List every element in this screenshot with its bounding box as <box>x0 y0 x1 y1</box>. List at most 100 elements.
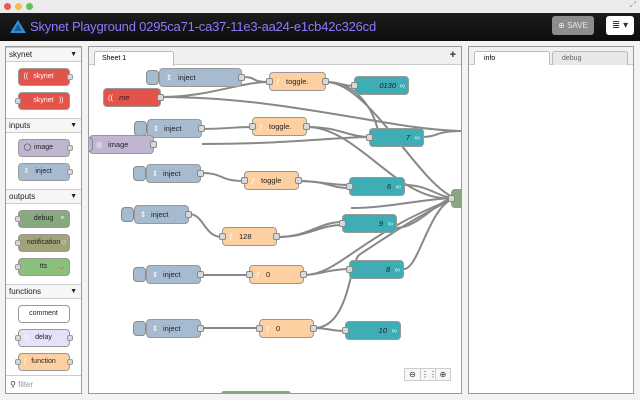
flow-node-function-0b[interactable]: ƒ 0 <box>256 319 317 338</box>
output-port[interactable] <box>322 78 329 85</box>
flow-node-skynet-out-9[interactable]: 9 ∞ <box>339 214 397 233</box>
flow-node-debug[interactable] <box>448 189 461 208</box>
inject-trigger-button[interactable] <box>134 121 147 136</box>
input-port[interactable] <box>256 325 263 332</box>
flow-node-skynet-out-6[interactable]: 6 ∞ <box>346 177 405 196</box>
flow-node-function-toggle-2[interactable]: ƒ toggle. <box>249 117 310 136</box>
zoom-reset-button[interactable]: ⋮⋮ <box>420 369 437 380</box>
app-header: Skynet Playground 0295ca71-ca37-11e3-aa2… <box>0 13 640 41</box>
input-port[interactable] <box>346 183 353 190</box>
flow-node-partial[interactable] <box>221 391 291 393</box>
palette-filter-input[interactable]: ⚲ filter <box>6 375 81 393</box>
palette-node-debug[interactable]: debug≡ <box>14 210 70 228</box>
input-port[interactable] <box>246 271 253 278</box>
input-port[interactable] <box>342 327 349 334</box>
inject-trigger-button[interactable] <box>121 207 134 222</box>
flow-node-function-toggle-1[interactable]: ƒ toggle. <box>266 72 329 91</box>
flow-node-inject-4[interactable]: ⇕ inject <box>121 205 192 224</box>
input-port[interactable] <box>249 123 256 130</box>
input-port[interactable] <box>241 177 248 184</box>
zoom-out-button[interactable]: ⊖ <box>409 370 416 379</box>
flow-node-inject-3[interactable]: ⇕ inject <box>133 164 204 183</box>
flow-node-inject-1[interactable]: ⇕ inject <box>146 68 245 87</box>
palette-category-inputs[interactable]: inputs▼ <box>6 118 81 133</box>
mouth-icon: ◡ <box>58 263 65 270</box>
palette-node-skynet-out[interactable]: skynet)) <box>14 92 70 110</box>
close-window-button[interactable] <box>4 3 11 10</box>
flow-node-inject-6[interactable]: ⇕ inject <box>133 319 204 338</box>
flow-canvas[interactable]: ⇕ inject (( me ƒ toggle. 0130 ∞ ⇕ inject <box>89 65 461 393</box>
output-port[interactable] <box>238 74 245 81</box>
flow-node-skynet-me[interactable]: (( me <box>103 88 164 107</box>
input-port[interactable] <box>351 82 358 89</box>
wire <box>297 180 350 189</box>
input-port[interactable] <box>266 78 273 85</box>
flow-node-skynet-out-10[interactable]: 10 ∞ <box>342 321 401 340</box>
flow-node-function-128[interactable]: ƒ 128 <box>219 227 280 246</box>
output-port[interactable] <box>310 325 317 332</box>
image-trigger-button[interactable] <box>89 137 93 152</box>
chevron-down-icon[interactable]: ▼ <box>70 51 77 58</box>
save-button[interactable]: ⊕ SAVE <box>552 16 594 35</box>
flow-node-function-0a[interactable]: ƒ 0 <box>246 265 307 284</box>
flow-node-function-toggle-3[interactable]: ƒ toggle <box>241 171 302 190</box>
camera-icon: ◯ <box>23 144 32 151</box>
chevron-down-icon[interactable]: ▼ <box>70 288 77 295</box>
output-port[interactable] <box>303 123 310 130</box>
input-port[interactable] <box>366 134 373 141</box>
output-port[interactable] <box>197 170 204 177</box>
tab-debug[interactable]: debug <box>552 51 628 66</box>
flow-node-inject-2[interactable]: ⇕ inject <box>134 119 205 138</box>
add-tab-button[interactable]: + <box>449 49 456 61</box>
palette-node-tts[interactable]: tts◡ <box>14 258 70 276</box>
output-port[interactable] <box>150 141 157 148</box>
output-port[interactable] <box>198 125 205 132</box>
function-icon: ƒ <box>229 232 234 241</box>
inject-trigger-button[interactable] <box>133 166 146 181</box>
tab-sheet-1[interactable]: Sheet 1 <box>94 51 174 66</box>
palette-node-image[interactable]: ◯image <box>17 139 73 157</box>
palette-node-notification[interactable]: notification◇ <box>14 234 70 252</box>
palette-node-skynet-in[interactable]: ((skynet <box>17 68 73 86</box>
inject-trigger-button[interactable] <box>133 321 146 336</box>
inject-trigger-button[interactable] <box>133 267 146 282</box>
palette-node-inject[interactable]: ⇕inject <box>17 163 73 181</box>
flow-node-skynet-out-0130[interactable]: 0130 ∞ <box>351 76 409 95</box>
output-port[interactable] <box>185 211 192 218</box>
palette-category-functions[interactable]: functions▼ <box>6 284 81 299</box>
arrow-icon: ⇕ <box>152 270 159 279</box>
maximize-window-button[interactable] <box>26 3 33 10</box>
flow-node-skynet-out-8[interactable]: 8 ∞ <box>346 260 404 279</box>
arrow-icon: ⇕ <box>23 168 30 175</box>
camera-icon: ◎ <box>96 140 103 149</box>
palette-category-outputs[interactable]: outputs▼ <box>6 189 81 204</box>
main-menu-button[interactable]: ≣ ▾ <box>606 16 634 35</box>
zoom-in-button[interactable]: ⊕ <box>435 369 450 380</box>
output-port[interactable] <box>157 94 164 101</box>
flow-node-inject-5[interactable]: ⇕ inject <box>133 265 204 284</box>
flow-node-skynet-out-7[interactable]: 7 ∞ <box>366 128 424 147</box>
output-port[interactable] <box>295 177 302 184</box>
palette-category-skynet[interactable]: skynet▼ <box>6 47 81 62</box>
fullscreen-icon[interactable]: ⤢ <box>629 0 636 9</box>
input-port[interactable] <box>448 195 455 202</box>
minimize-window-button[interactable] <box>15 3 22 10</box>
inject-trigger-button[interactable] <box>146 70 159 85</box>
tab-info[interactable]: info <box>474 51 550 66</box>
chevron-down-icon[interactable]: ▼ <box>70 122 77 129</box>
function-icon: ƒ <box>256 270 261 279</box>
infinity-icon: ∞ <box>399 81 405 90</box>
workspace-tabbar: Sheet 1 + <box>89 47 461 66</box>
input-port[interactable] <box>339 220 346 227</box>
palette-node-comment[interactable]: comment <box>17 305 70 323</box>
input-port[interactable] <box>346 266 353 273</box>
output-port[interactable] <box>197 271 204 278</box>
input-port[interactable] <box>219 233 226 240</box>
output-port[interactable] <box>273 233 280 240</box>
output-port[interactable] <box>197 325 204 332</box>
palette-node-delay[interactable]: ◷delay <box>14 329 73 347</box>
output-port[interactable] <box>300 271 307 278</box>
chevron-down-icon[interactable]: ▼ <box>70 193 77 200</box>
flow-node-image[interactable]: ◎ image <box>89 135 157 154</box>
